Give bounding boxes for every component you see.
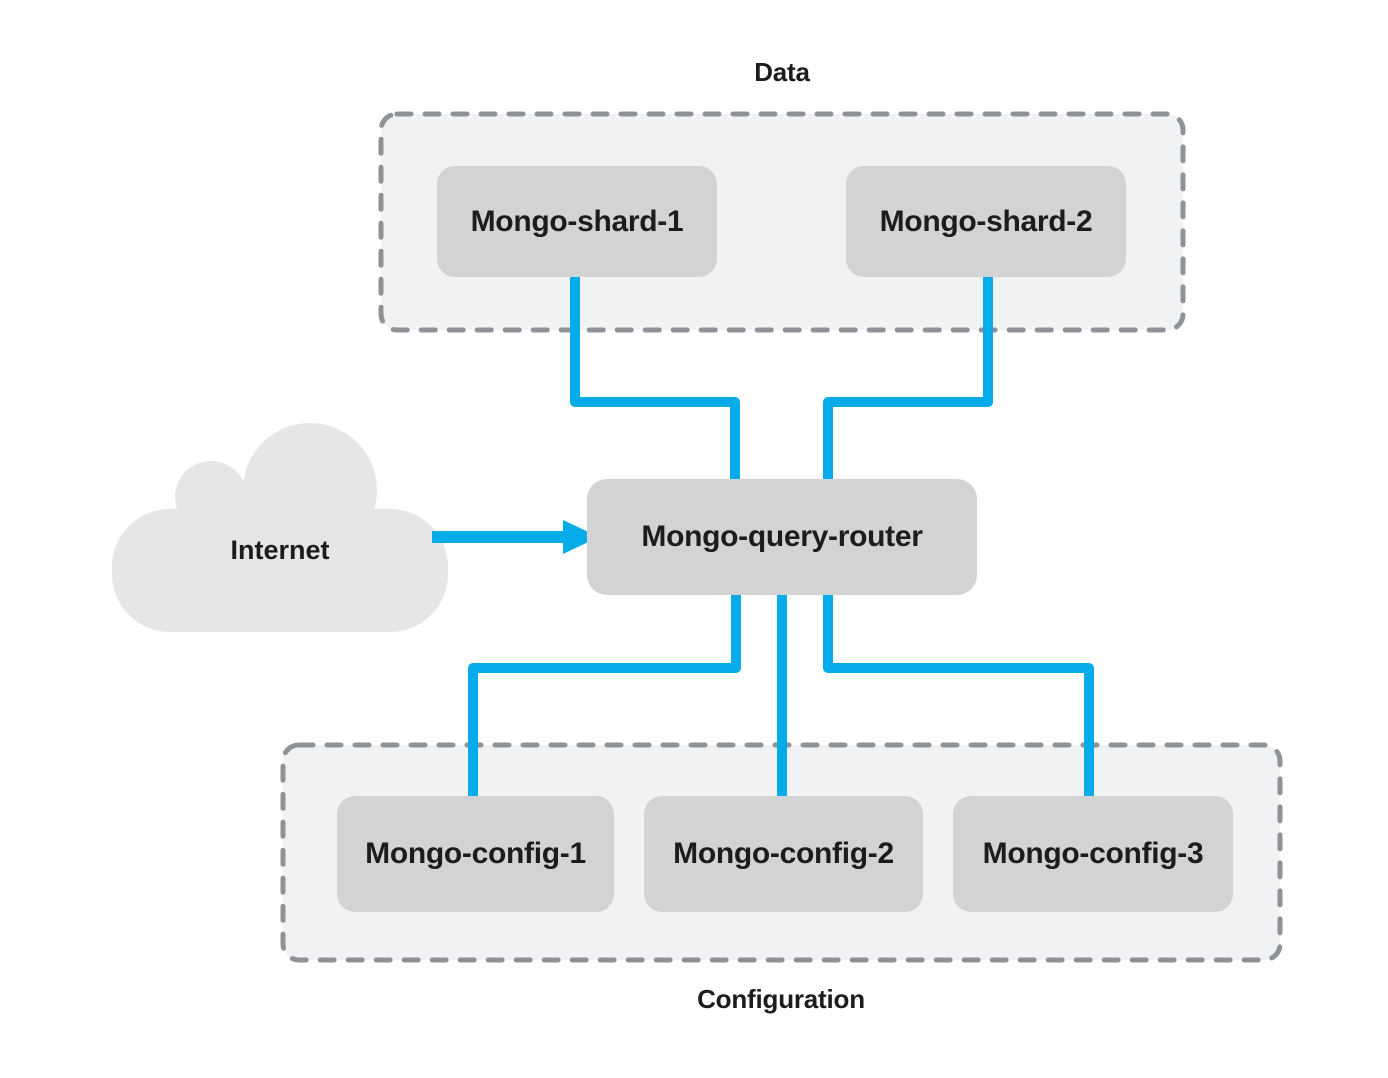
node-mongo-shard-1-label: Mongo-shard-1 xyxy=(470,204,684,238)
node-mongo-query-router-label: Mongo-query-router xyxy=(641,520,923,553)
internet-label: Internet xyxy=(230,535,330,565)
node-mongo-shard-2: Mongo-shard-2 xyxy=(846,166,1126,277)
node-mongo-query-router: Mongo-query-router xyxy=(587,479,977,595)
node-mongo-config-1-label: Mongo-config-1 xyxy=(365,837,586,870)
node-mongo-config-2-label: Mongo-config-2 xyxy=(673,837,894,870)
cloud-icon xyxy=(112,423,448,632)
connector-shard2-router xyxy=(823,268,993,486)
node-mongo-shard-1: Mongo-shard-1 xyxy=(437,166,717,277)
data-group-label: Data xyxy=(754,57,810,87)
arrow-internet-router xyxy=(432,520,599,554)
node-mongo-config-2: Mongo-config-2 xyxy=(644,796,923,912)
connector-shard1-router xyxy=(570,268,740,486)
connector-router-config1 xyxy=(468,588,741,804)
node-mongo-config-1: Mongo-config-1 xyxy=(337,796,614,912)
configuration-group-label: Configuration xyxy=(697,984,865,1014)
node-mongo-shard-2-label: Mongo-shard-2 xyxy=(879,204,1093,238)
node-mongo-config-3-label: Mongo-config-3 xyxy=(982,837,1204,870)
connector-router-config3 xyxy=(823,588,1094,804)
node-mongo-config-3: Mongo-config-3 xyxy=(953,796,1233,912)
